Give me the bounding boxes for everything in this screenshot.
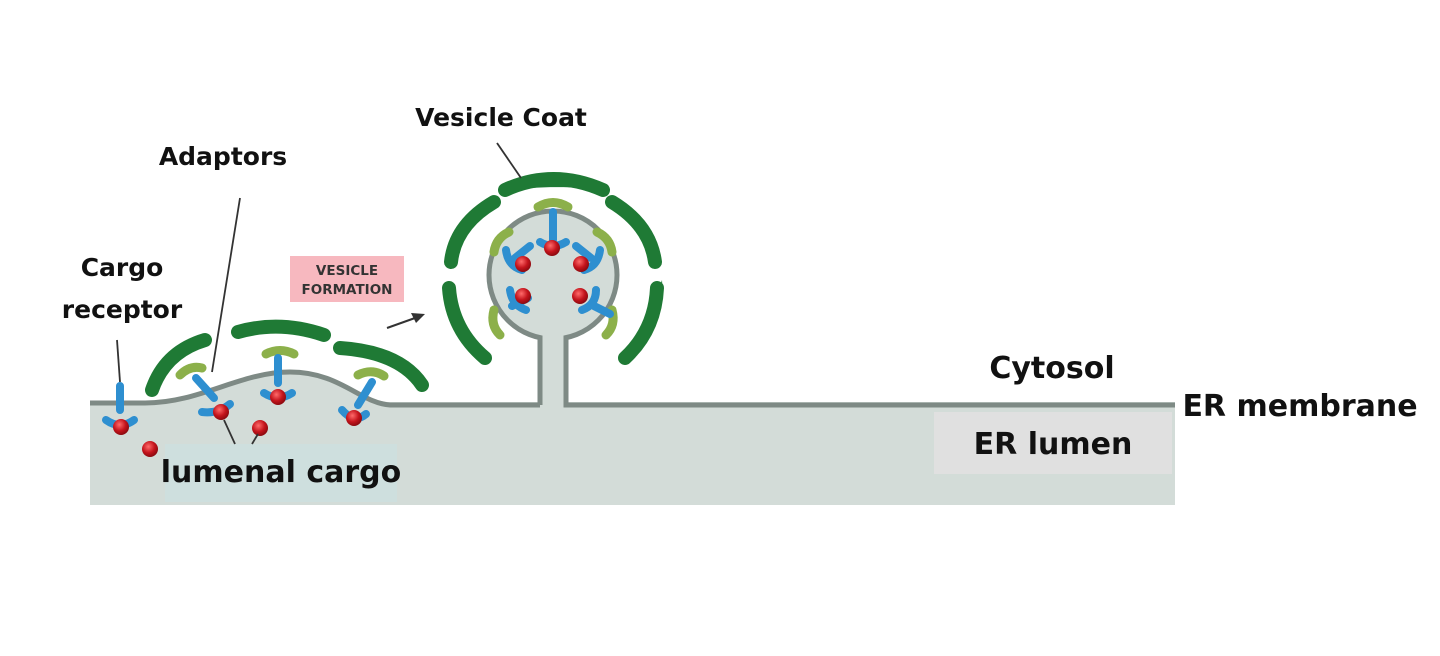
coat-arc: [442, 281, 492, 365]
er-lumen-label-bg: [934, 412, 1172, 474]
cargo-molecule: [544, 240, 560, 256]
cargo-molecule: [515, 256, 531, 272]
adaptors-pointer: [211, 197, 241, 373]
adaptor: [533, 198, 573, 212]
arrow-head: [411, 313, 425, 323]
neck-gap-fill: [542, 332, 564, 344]
cargo-molecule: [515, 288, 531, 304]
vesicle-coat-thick: [442, 172, 664, 365]
er-lumen-label: ER lumen: [974, 427, 1133, 462]
cargo-receptor-pointer: [116, 339, 121, 383]
cargo-receptor-label-line1: Cargo: [81, 253, 164, 282]
vesicle-cargo: [515, 240, 589, 304]
receptor: [578, 286, 614, 318]
formation-arrow: [386, 313, 425, 329]
cytosol-label: Cytosol: [989, 351, 1114, 386]
vesicle-neck-membrane: [537, 338, 1175, 408]
coat-arc: [145, 333, 212, 397]
cargo-receptor-label-line2: receptor: [62, 295, 183, 324]
adaptor: [488, 305, 505, 340]
coat-arc: [498, 172, 610, 197]
vesicle-adaptors: [488, 198, 618, 340]
vesicle-formation-box: VESICLE FORMATION: [290, 256, 404, 302]
coat-arc: [333, 341, 429, 392]
adaptor: [353, 367, 389, 381]
cargo-molecule: [213, 404, 229, 420]
coat-arc: [231, 319, 331, 342]
bud-adaptors: [175, 346, 389, 381]
pointer-lines: [116, 142, 522, 445]
cargo-molecule: [346, 410, 362, 426]
lumenal-cargo-label-bg: [165, 444, 397, 502]
adaptor: [175, 362, 207, 380]
cargo-molecule: [252, 420, 268, 436]
coat-arc: [618, 281, 664, 365]
adaptor: [592, 227, 617, 257]
lumenal-cargo-pointer: [223, 419, 236, 445]
vesicle-neck-interior: [540, 338, 566, 405]
cargo-molecule: [142, 441, 158, 457]
formation-label-line1: VESICLE: [316, 263, 378, 279]
formation-label-line2: FORMATION: [302, 282, 393, 298]
vesicle-coat-label: Vesicle Coat: [415, 103, 587, 132]
cargo-molecule: [573, 256, 589, 272]
coat-arc: [444, 195, 501, 269]
bud-coat: [145, 319, 429, 397]
bud-cargo: [113, 389, 362, 457]
adaptors-label: Adaptors: [159, 142, 287, 171]
formation-box-bg: [290, 256, 404, 302]
arrow-shaft: [386, 317, 416, 329]
adaptor: [489, 227, 514, 257]
er-membrane-label: ER membrane: [1182, 389, 1417, 424]
cargo-molecule: [270, 389, 286, 405]
lumenal-cargo-pointer: [251, 433, 259, 445]
lumenal-cargo-label: lumenal cargo: [161, 455, 401, 490]
coat-arc: [605, 195, 662, 269]
cargo-molecule: [572, 288, 588, 304]
vesicle-coat-pointer: [496, 142, 522, 179]
adaptor: [261, 346, 299, 359]
cargo-molecule: [113, 419, 129, 435]
